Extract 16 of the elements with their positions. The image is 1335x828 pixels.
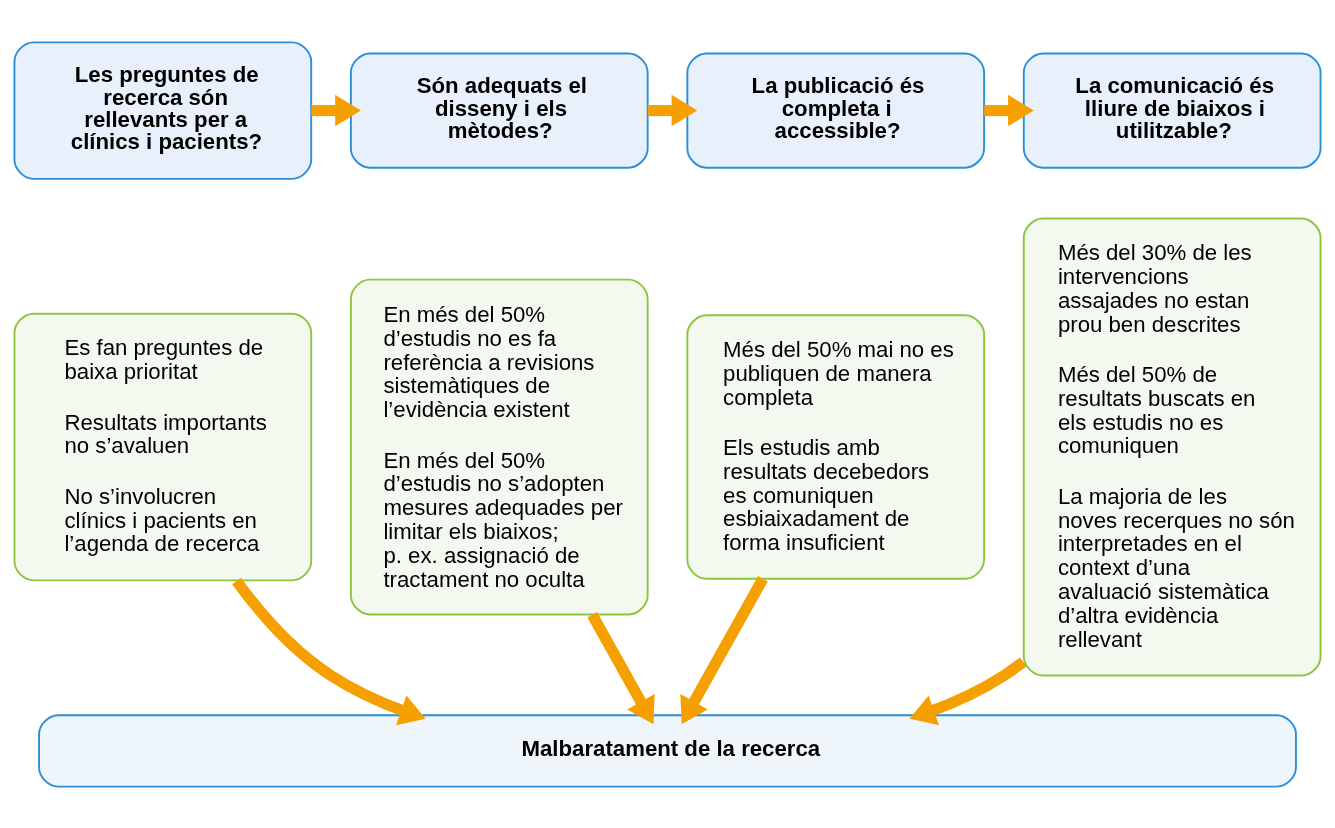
arrow	[984, 94, 1034, 126]
node-box: La publicació és completa i accessible?	[686, 52, 986, 169]
arrow	[909, 656, 1027, 725]
arrow	[680, 575, 768, 724]
node-box: Es fan preguntes de baixa prioritat Resultats importants no s’avaluen No s’involucren clínics i pacients en l’agenda de recerca	[13, 312, 313, 581]
arrow	[232, 577, 426, 725]
node-box: Són adequats el disseny i els mètodes?	[349, 52, 649, 169]
node-box: Malbaratament de la recerca	[38, 713, 1297, 788]
node-box: Més del 30% de les intervencions assajades no estan prou ben descrites Més del 50% de resultats buscats en els estudis no es comuniquen La majoria de les noves recerques no són interpretades en el context d’una avaluació sistemàtica d’altra evidència rellevant	[1022, 217, 1322, 676]
node-box: Les preguntes de recerca són rellevants per a clínics i pacients?	[13, 40, 313, 180]
arrow	[587, 611, 655, 724]
arrow	[311, 94, 361, 126]
arrow	[647, 94, 698, 126]
node-box: En més del 50% d’estudis no es fa referència a revisions sistemàtiques de l’evidència existent En més del 50% d’estudis no s’adopten mesures adequades per limitar els biaixos; p. ex. assignació de tractament no oculta	[349, 278, 649, 615]
node-box: Més del 50% mai no es publiquen de manera completa Els estudis amb resultats decebedors es comuniquen esbiaixadament de forma insuficient	[686, 313, 986, 580]
node-box: La comunicació és lliure de biaixos i utilitzable?	[1022, 52, 1322, 169]
